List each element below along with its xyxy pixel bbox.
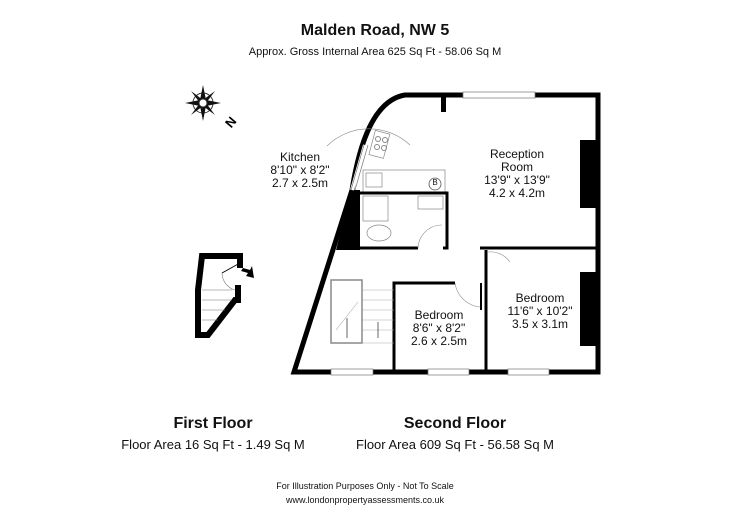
second-floor-plan xyxy=(290,91,601,376)
room-name: Reception xyxy=(489,147,545,161)
gross-area-subtitle: Approx. Gross Internal Area 625 Sq Ft - … xyxy=(248,46,502,58)
first-floor-title: First Floor xyxy=(173,415,253,432)
second-floor-title: Second Floor xyxy=(403,415,507,432)
second-floor-area: Floor Area 609 Sq Ft - 56.58 Sq M xyxy=(356,437,554,452)
boiler-icon xyxy=(428,177,442,191)
compass-icon xyxy=(185,85,221,121)
room-name: Bedroom xyxy=(515,291,565,305)
room-name: Bedroom xyxy=(414,308,464,322)
room-name-line2: Room xyxy=(500,160,533,174)
room-imperial: 8'10" x 8'2" xyxy=(270,163,330,177)
room-metric: 2.6 x 2.5m xyxy=(410,334,468,348)
page-title: Malden Road, NW 5 xyxy=(300,22,450,39)
compass-north-label: N xyxy=(222,114,240,131)
room-label-bedroom-large: Bedroom 11'6" x 10'2" 3.5 x 3.1m xyxy=(508,292,573,331)
disclaimer: For Illustration Purposes Only - Not To … xyxy=(276,481,454,491)
room-metric: 4.2 x 4.2m xyxy=(488,186,546,200)
entrance-arrow-icon xyxy=(241,266,254,278)
first-floor-plan xyxy=(195,253,243,338)
room-imperial: 13'9" x 13'9" xyxy=(484,173,550,187)
website-link[interactable]: www.londonpropertyassessments.co.uk xyxy=(285,495,445,505)
room-label-kitchen: Kitchen 8'10" x 8'2" 2.7 x 2.5m xyxy=(270,151,329,190)
room-label-reception: Reception Room 13'9" x 13'9" 4.2 x 4.2m xyxy=(484,148,550,200)
room-name: Kitchen xyxy=(279,150,321,164)
room-imperial: 11'6" x 10'2" xyxy=(507,304,573,318)
boiler-label: B xyxy=(432,178,438,187)
room-imperial: 8'6" x 8'2" xyxy=(412,321,466,335)
room-metric: 3.5 x 3.1m xyxy=(511,317,569,331)
first-floor-area: Floor Area 16 Sq Ft - 1.49 Sq M xyxy=(121,437,305,452)
room-label-bedroom-small: Bedroom 8'6" x 8'2" 2.6 x 2.5m xyxy=(411,309,467,348)
room-metric: 2.7 x 2.5m xyxy=(271,176,329,190)
